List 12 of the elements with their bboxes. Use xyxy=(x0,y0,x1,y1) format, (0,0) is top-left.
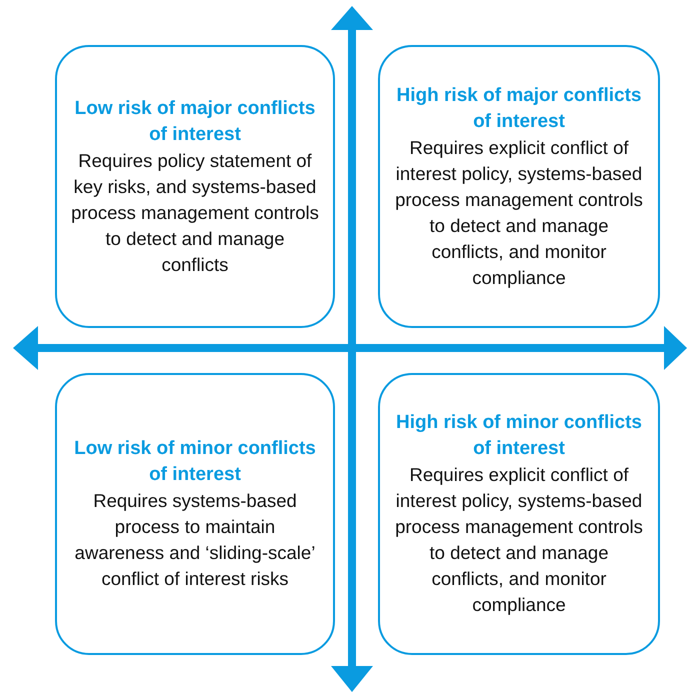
quadrant-heading: High risk of major conflicts of interest xyxy=(396,84,642,134)
quadrant-box xyxy=(55,45,335,328)
quadrant-heading: High risk of minor conflicts of interest xyxy=(395,411,643,461)
quadrant-heading: Low risk of minor conflicts of interest xyxy=(73,437,317,487)
quadrant-box xyxy=(378,373,660,655)
quadrant-heading: Low risk of major conflicts of interest xyxy=(74,96,316,146)
quadrant-description: Requires explicit conflict of interest policy, systems-based process management controls to detect and manage conflicts, and monitor compliance xyxy=(394,463,644,617)
quadrant-description: Requires explicit conflict of interest policy, systems-based process management controls to detect and manage conflicts, and monitor compliance xyxy=(394,136,644,290)
quadrant-box xyxy=(55,373,335,655)
quadrant-box xyxy=(378,45,660,328)
quadrant-description: Requires policy statement of key risks, and systems-based process management controls to detect and manage conflicts xyxy=(71,148,319,276)
quadrant-description: Requires systems-based process to maintain awareness and ‘sliding-scale’ conflict of interest risks xyxy=(74,489,316,591)
